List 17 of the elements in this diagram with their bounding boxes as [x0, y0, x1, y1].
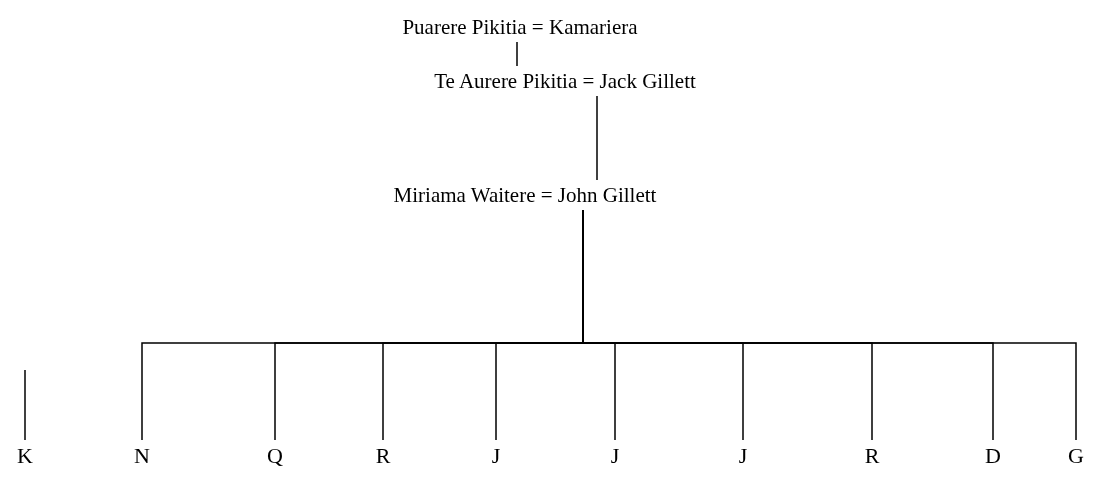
connector-line — [582, 209, 1077, 441]
connector-line — [24, 369, 26, 441]
connector-line — [516, 41, 518, 67]
connector-line — [596, 95, 598, 181]
child-initial: D — [978, 440, 1008, 472]
child-initial: R — [857, 440, 887, 472]
child-initial: G — [1061, 440, 1091, 472]
child-initial: J — [728, 440, 758, 472]
child-initial: R — [368, 440, 398, 472]
child-initial: J — [600, 440, 630, 472]
child-initial: N — [127, 440, 157, 472]
child-initial: K — [10, 440, 40, 472]
child-initial: Q — [260, 440, 290, 472]
child-initial: J — [481, 440, 511, 472]
couple-names: Miriama Waitere = John Gillett — [305, 180, 745, 210]
couple-names: Te Aurere Pikitia = Jack Gillett — [375, 66, 755, 96]
couple-names: Puarere Pikitia = Kamariera — [360, 12, 680, 42]
